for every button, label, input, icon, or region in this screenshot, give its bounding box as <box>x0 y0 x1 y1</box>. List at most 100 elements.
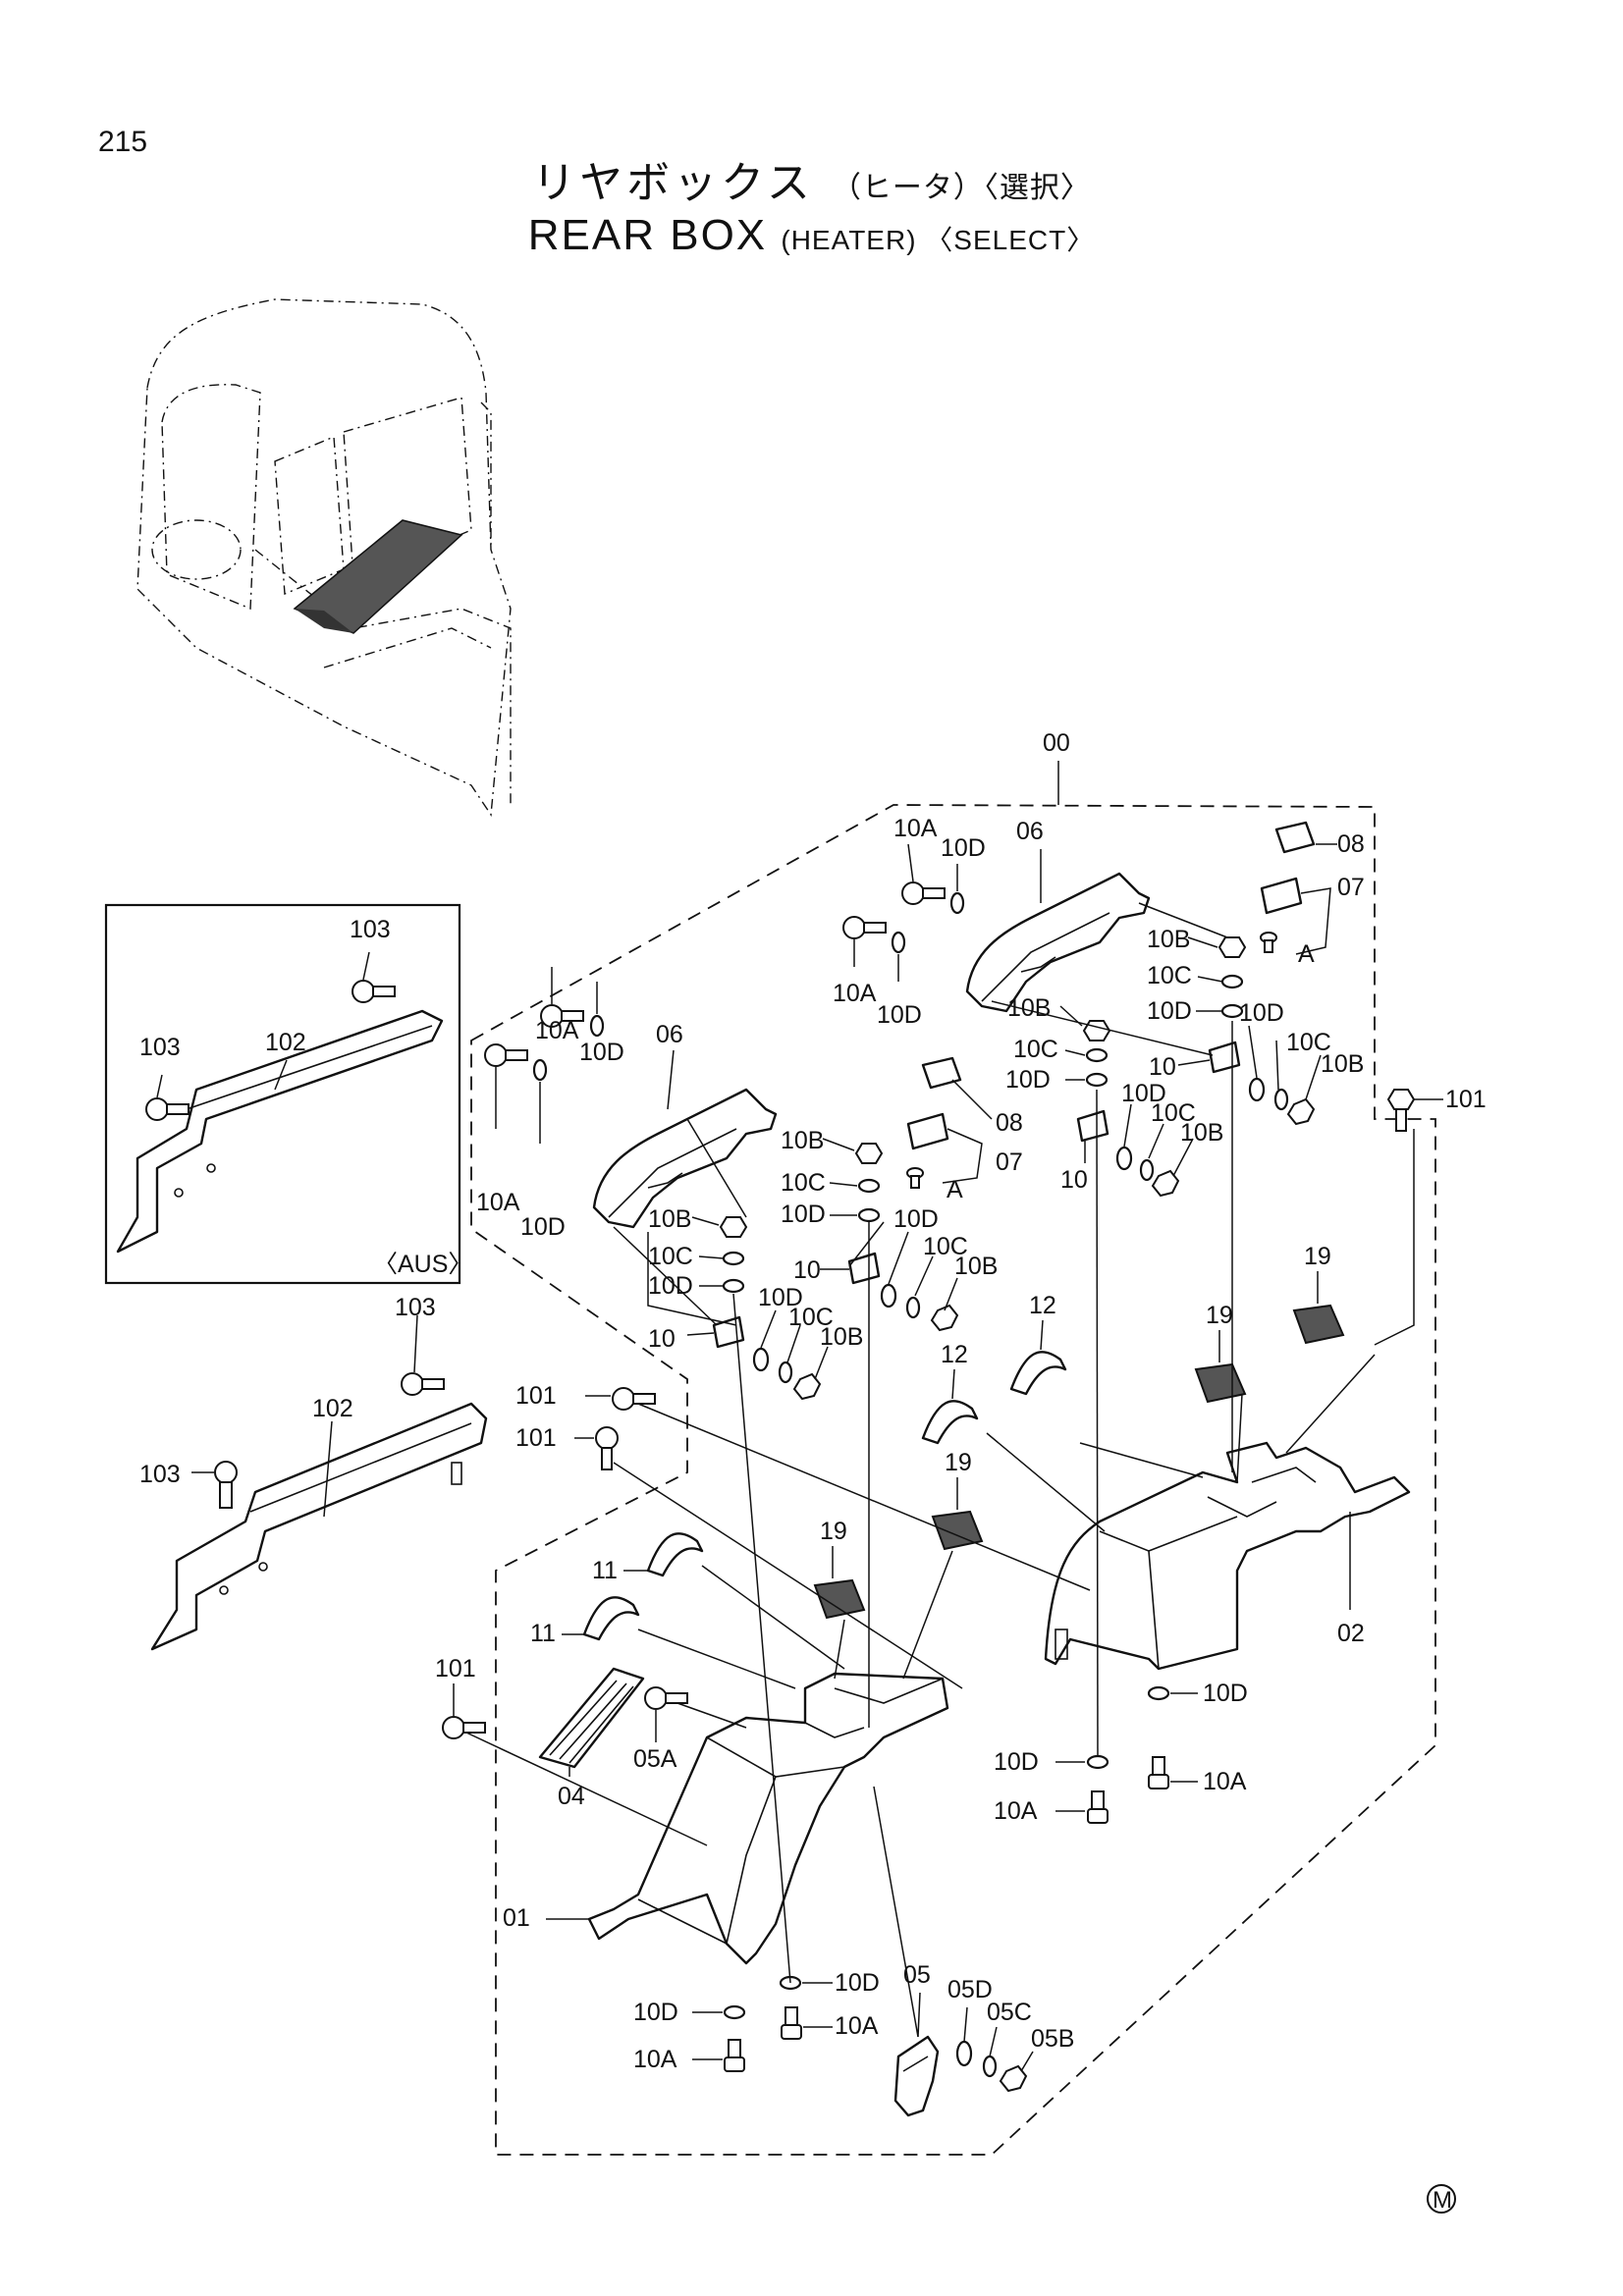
label-10d-lo1: 10D <box>835 1969 880 1997</box>
label-10d-m1: 10D <box>1005 1066 1051 1094</box>
label-10d-r2: 10D <box>1239 999 1284 1027</box>
footer-mark: M <box>1427 2184 1456 2214</box>
label-08-left: 08 <box>996 1109 1023 1137</box>
title-japanese: リヤボックス （ヒータ）〈選択〉 <box>0 147 1623 210</box>
assembly-leader-lines <box>465 902 1415 2038</box>
label-10-r1: 10 <box>1149 1053 1176 1081</box>
hinge-stack-left-upper: 10B 10C 10D 10 10D 10C 10B <box>781 1127 998 1332</box>
label-10a-lo1: 10A <box>835 2012 879 2040</box>
label-aus: 〈AUS〉 <box>373 1251 472 1278</box>
cover-06-right: 06 <box>965 818 1151 1013</box>
label-10d-m2: 10D <box>1121 1080 1166 1107</box>
label-11-b: 11 <box>530 1620 556 1647</box>
label-10a-rb1: 10A <box>1203 1768 1247 1795</box>
label-00: 00 <box>1043 729 1070 757</box>
label-10-l3: 10 <box>648 1325 676 1353</box>
label-07-left: 07 <box>996 1148 1023 1176</box>
label-05b: 05B <box>1031 2025 1074 2053</box>
label-04: 04 <box>558 1783 585 1810</box>
label-103-a: 103 <box>395 1294 436 1321</box>
label-10c-l4: 10C <box>788 1304 834 1331</box>
title-english-sub: (HEATER) 〈SELECT〉 <box>781 225 1096 255</box>
label-10c-r1: 10C <box>1147 962 1192 989</box>
label-10b-m1: 10B <box>1007 994 1051 1022</box>
label-10b-m2: 10B <box>1180 1119 1223 1147</box>
label-10c-l2: 10C <box>923 1233 968 1260</box>
title-japanese-sub: （ヒータ）〈選択〉 <box>831 171 1091 205</box>
label-10a-2: 10A <box>833 980 877 1007</box>
label-10d-l1: 10D <box>781 1201 826 1228</box>
label-05a-top: 05A <box>633 1745 677 1773</box>
label-11-a: 11 <box>592 1557 618 1584</box>
label-10b-l4: 10B <box>820 1323 863 1351</box>
label-10d-l4: 10D <box>758 1284 803 1311</box>
aus-inset: 103 103 102 〈AUS〉 <box>104 903 472 1285</box>
label-10d-lo2: 10D <box>633 1999 678 2026</box>
label-10b-l1: 10B <box>781 1127 824 1154</box>
label-01: 01 <box>503 1904 530 1932</box>
hinge-stack-left-lower: 10B 10C 10D 10 10D 10C 10B <box>648 1205 863 1401</box>
label-19-d: 19 <box>820 1518 847 1545</box>
pads-19-upper: 19 19 <box>1194 1243 1345 1404</box>
cab-locator-illustration <box>136 298 512 818</box>
label-10c-m2: 10C <box>1151 1099 1196 1127</box>
label-10-l1: 10 <box>793 1256 821 1284</box>
footer-mark-text: M <box>1433 2187 1452 2214</box>
box-01: 01 <box>503 1672 949 1965</box>
clip-08-07-left: 08 07 A <box>906 1056 1023 1203</box>
label-10-m1: 10 <box>1060 1166 1088 1194</box>
label-10a-1: 10A <box>893 815 938 842</box>
bracket-102-assembly: 103 103 102 <box>139 1294 488 1651</box>
label-ref-a-left: A <box>947 1176 963 1203</box>
label-10d-2: 10D <box>877 1001 922 1029</box>
label-103-inset-b: 103 <box>139 1034 181 1061</box>
label-10d-r1: 10D <box>1147 997 1192 1025</box>
label-102-inset: 102 <box>265 1029 306 1056</box>
title-japanese-main: リヤボックス <box>532 158 814 208</box>
label-10a-rb2: 10A <box>994 1797 1038 1825</box>
strips-11: 11 11 <box>530 1532 704 1647</box>
label-103-b: 103 <box>139 1461 181 1488</box>
label-101-b: 101 <box>515 1424 557 1452</box>
label-10d-rb2: 10D <box>994 1748 1039 1776</box>
label-10c-m1: 10C <box>1013 1036 1058 1063</box>
label-10a-lo2: 10A <box>633 2046 677 2073</box>
label-10a-3: 10A <box>535 1017 579 1044</box>
label-12-a: 12 <box>1029 1292 1056 1319</box>
label-07-right: 07 <box>1337 874 1365 901</box>
fasteners-lower: 10D 10A 10D 10A <box>633 1969 880 2073</box>
label-10d-4: 10D <box>520 1213 566 1241</box>
strips-12: 12 12 <box>921 1292 1067 1445</box>
label-101-a: 101 <box>515 1382 557 1410</box>
label-10b-r2: 10B <box>1321 1050 1364 1078</box>
hinge-stack-right-middle: 10B 10C 10D 10 10D 10C 10B <box>1005 994 1223 1198</box>
pad-19-lower-a: 19 <box>931 1449 984 1551</box>
fasteners-right-bottom: 10D 10A 10D 10A <box>994 1680 1248 1825</box>
assembly-boundary: 00 <box>470 729 1436 2156</box>
latch-05: 05 05D 05C 05B <box>893 1961 1074 2117</box>
label-10c-r2: 10C <box>1286 1029 1331 1056</box>
label-12-b: 12 <box>941 1341 968 1368</box>
label-102: 102 <box>312 1395 353 1422</box>
label-06-right: 06 <box>1016 818 1044 845</box>
label-10b-r1: 10B <box>1147 926 1190 953</box>
label-10b-l3: 10B <box>648 1205 691 1233</box>
label-10c-l3: 10C <box>648 1243 693 1270</box>
vent-04: 04 05A <box>538 1667 688 1810</box>
label-05d: 05D <box>947 1976 993 2003</box>
label-19-c: 19 <box>945 1449 972 1476</box>
fasteners-upper: 10A 10D 10A 10D 10A 10D 10A 10D <box>476 815 986 1241</box>
label-ref-a-right: A <box>1298 940 1315 968</box>
page-number: 215 <box>98 126 148 158</box>
bolts-101: 101 101 101 101 <box>435 1086 1487 1739</box>
label-02: 02 <box>1337 1620 1365 1647</box>
label-10d-3: 10D <box>579 1039 624 1066</box>
label-103-inset-a: 103 <box>350 916 391 943</box>
box-02: 02 <box>1044 1441 1411 1671</box>
label-08-right: 08 <box>1337 830 1365 858</box>
clip-08-07-right: 08 07 A <box>1260 821 1365 968</box>
label-10a-4: 10A <box>476 1189 520 1216</box>
label-05c: 05C <box>987 1999 1032 2026</box>
label-19-b: 19 <box>1206 1302 1233 1329</box>
